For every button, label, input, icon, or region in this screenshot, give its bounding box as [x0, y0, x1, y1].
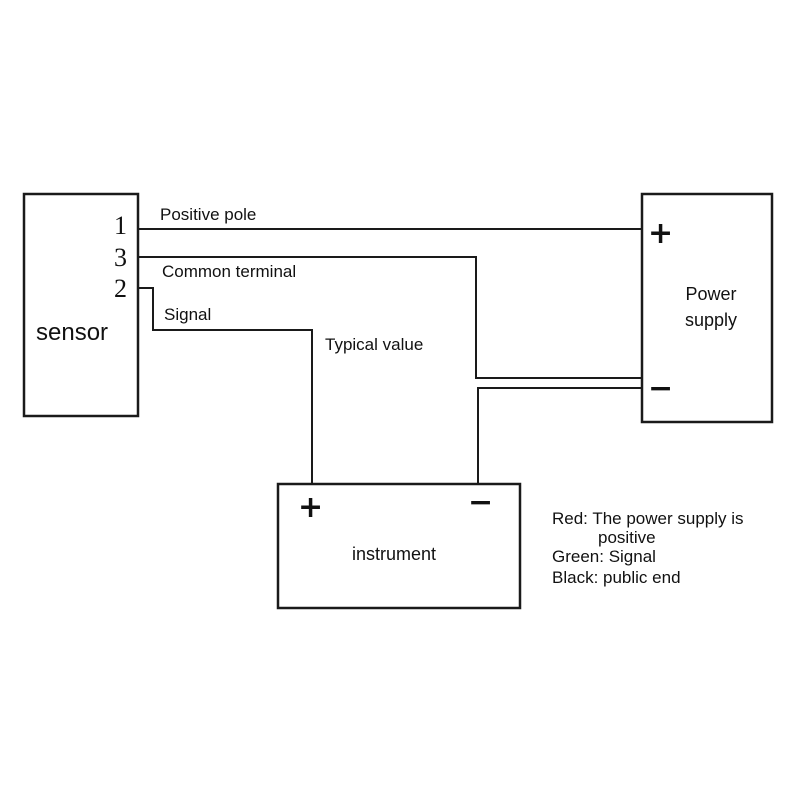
instrument-minus-sign: −: [468, 485, 493, 520]
positive-pole-label: Positive pole: [160, 205, 256, 224]
legend-red-line: Red: The power supply is: [552, 509, 744, 528]
sensor-label: sensor: [36, 319, 108, 346]
power-supply-box: [640, 192, 774, 424]
pin-3-label: 3: [114, 243, 127, 272]
legend-red-line-cont: positive: [598, 528, 656, 547]
instrument-box: [276, 482, 522, 610]
power-supply-minus-sign: −: [648, 371, 673, 406]
instrument-label: instrument: [352, 544, 436, 564]
typical-value-label: Typical value: [325, 335, 423, 354]
legend-green-line: Green: Signal: [552, 547, 656, 566]
signal-label: Signal: [164, 305, 211, 324]
power-supply-label-line1: Power: [685, 284, 736, 304]
signal-wire: [138, 287, 313, 484]
pin-2-label: 2: [114, 274, 127, 303]
common-terminal-wire: [138, 256, 642, 379]
instrument-negative-wire: [477, 387, 642, 484]
power-supply-label-line2: supply: [685, 310, 737, 330]
instrument-plus-sign: +: [298, 490, 323, 525]
power-supply-plus-sign: +: [648, 216, 673, 251]
common-terminal-label: Common terminal: [162, 262, 296, 281]
pin-1-label: 1: [114, 211, 127, 240]
legend-black-line: Black: public end: [552, 568, 681, 587]
sensor-box: [22, 192, 140, 418]
